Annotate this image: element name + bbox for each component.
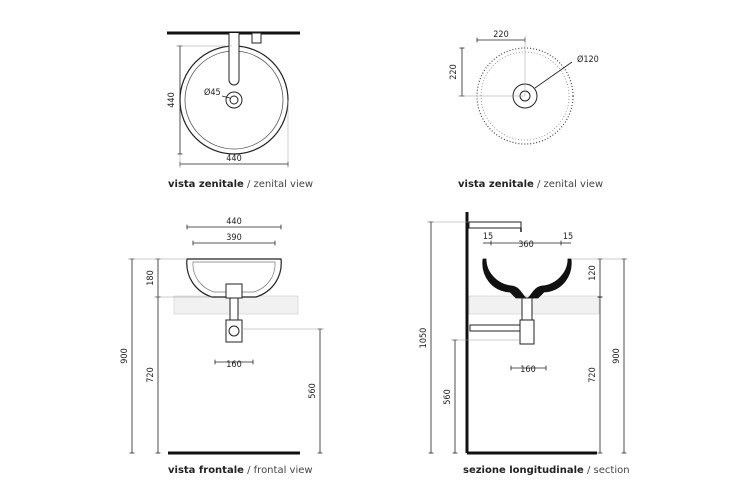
drain-body — [225, 283, 243, 299]
drain-inner — [229, 95, 239, 105]
caption-title: vista zenitale — [458, 179, 534, 190]
drain-pipe — [521, 297, 533, 321]
top-right-view — [458, 36, 574, 145]
tap-base — [251, 32, 262, 44]
caption-title: vista frontale — [168, 465, 244, 476]
br-wall-r-label: 15 — [563, 232, 573, 242]
caption-title: sezione longitudinale — [463, 465, 584, 476]
bl-top-label: 720 — [146, 367, 156, 382]
br-total-l-label: 1050 — [419, 328, 429, 349]
caption-bottom-right: sezione longitudinale / section — [463, 465, 630, 476]
caption-separator: / — [243, 465, 254, 476]
bottom-right-view — [427, 212, 628, 455]
bl-inner-label: 390 — [226, 233, 241, 243]
caption-subtitle: section — [593, 465, 630, 476]
br-wall-l-label: 15 — [483, 232, 493, 242]
br-top-label: 720 — [588, 367, 598, 382]
br-total-r-label: 900 — [612, 348, 622, 363]
basin-inner-profile — [192, 261, 276, 293]
br-inner-label: 360 — [518, 240, 533, 250]
waste-pipe — [469, 324, 521, 332]
caption-top-right: vista zenitale / zenital view — [458, 179, 603, 190]
tr-height-label: 220 — [449, 64, 459, 79]
caption-subtitle: zenital view — [543, 179, 604, 190]
caption-subtitle: frontal view — [253, 465, 313, 476]
bl-outer-label: 440 — [226, 217, 241, 227]
caption-separator: / — [533, 179, 544, 190]
tl-drain-label: Ø45 — [204, 87, 221, 98]
basin-section — [482, 258, 572, 299]
spout-arm — [468, 221, 522, 229]
bl-bowl-label: 180 — [146, 270, 156, 285]
countertop — [468, 295, 600, 315]
caption-top-left: vista zenitale / zenital view — [168, 179, 313, 190]
siphon — [225, 319, 243, 343]
bottom-left-view — [128, 224, 324, 455]
top-left-view — [167, 31, 300, 168]
drain-outer — [225, 91, 243, 109]
bl-siphon-h-label: 560 — [308, 383, 318, 398]
br-siphon-w-label: 160 — [520, 365, 535, 375]
tl-width-label: 440 — [226, 154, 241, 164]
caption-separator: / — [243, 179, 254, 190]
caption-subtitle: zenital view — [253, 179, 314, 190]
caption-title: vista zenitale — [168, 179, 244, 190]
caption-bottom-left: vista frontale / frontal view — [168, 465, 313, 476]
tl-height-label: 440 — [167, 92, 177, 107]
drain-pipe — [229, 297, 239, 321]
br-bowl-label: 120 — [588, 265, 598, 280]
basin-profile — [186, 258, 282, 298]
siphon-body — [519, 319, 535, 345]
bl-siphon-w-label: 160 — [226, 360, 241, 370]
bl-total-label: 900 — [120, 348, 130, 363]
spout — [228, 33, 240, 86]
caption-separator: / — [583, 465, 594, 476]
tr-drain-label: Ø120 — [577, 54, 599, 65]
tr-width-label: 220 — [493, 30, 508, 40]
br-siphon-h-label: 560 — [443, 389, 453, 404]
